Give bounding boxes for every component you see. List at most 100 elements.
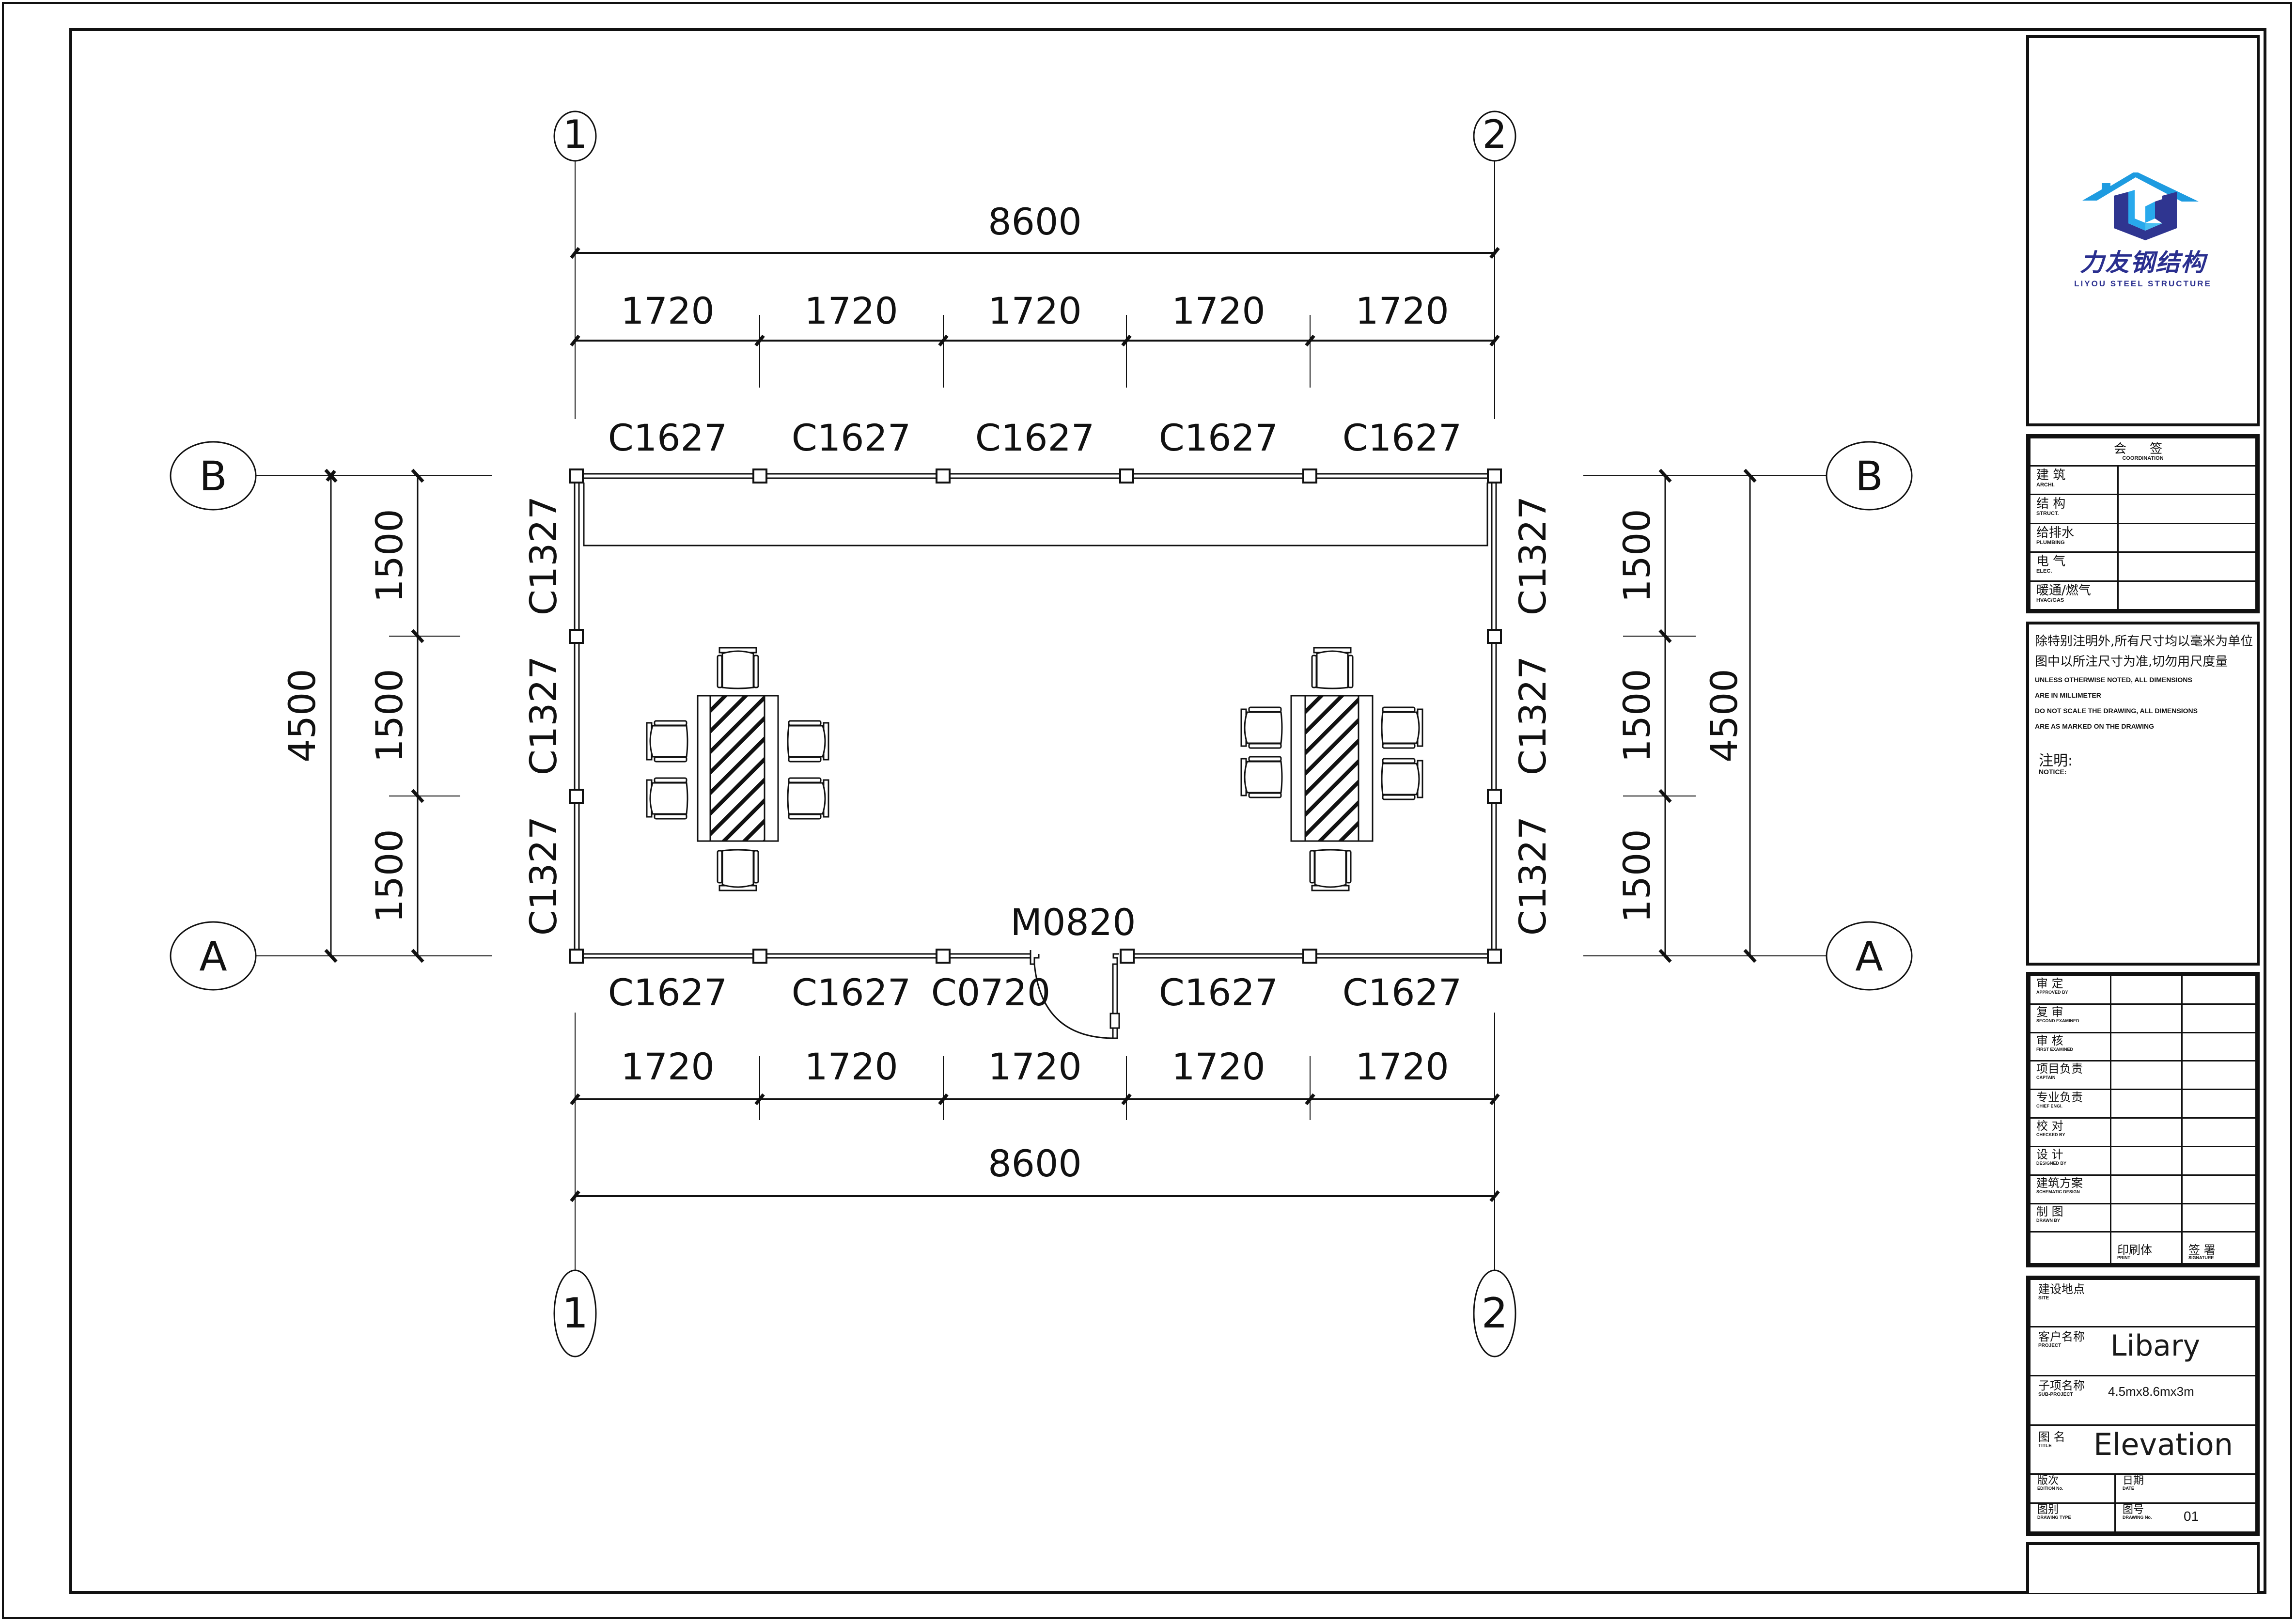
- svg-text:2: 2: [1483, 112, 1507, 157]
- svg-text:1: 1: [563, 112, 588, 157]
- chair-right-west-2: [1240, 756, 1283, 798]
- exterior-walls: [574, 473, 1497, 959]
- svg-text:C1627: C1627: [792, 416, 911, 459]
- door-m0820: M0820: [1011, 901, 1136, 1039]
- approval-print-cell[interactable]: [2110, 1145, 2183, 1176]
- print-label-en: PRINT: [2117, 1255, 2130, 1260]
- svg-text:1720: 1720: [621, 1045, 714, 1088]
- company-logo-icon: [2082, 172, 2199, 240]
- svg-text:C1627: C1627: [792, 971, 911, 1014]
- svg-text:8600: 8600: [988, 1142, 1081, 1185]
- edition-date-row: 版次 EDITION No. 日期 DATE: [2029, 1473, 2257, 1504]
- title-block-logo: 力友钢结构 LIYOU STEEL STRUCTURE: [2026, 35, 2260, 426]
- title-row: 图 名 TITLE Elevation: [2029, 1424, 2257, 1475]
- approval-signature-cell[interactable]: [2181, 1060, 2257, 1091]
- svg-text:1500: 1500: [368, 829, 411, 922]
- dimension-top-overall: 8600: [571, 200, 1499, 258]
- chair-left-east-1: [787, 720, 829, 763]
- dimension-bottom-overall: 8600: [571, 1142, 1499, 1201]
- signature-label-cn: 签 署: [2188, 1243, 2216, 1257]
- svg-text:C0720: C0720: [931, 971, 1050, 1014]
- approval-signature-cell[interactable]: [2181, 1031, 2257, 1062]
- dining-table-right-body: [1290, 695, 1374, 842]
- svg-text:C1327: C1327: [522, 496, 565, 615]
- svg-text:1720: 1720: [1355, 289, 1449, 332]
- approval-signature-cell[interactable]: [2181, 1202, 2257, 1233]
- approval-signature-cell[interactable]: [2181, 1174, 2257, 1204]
- coordination-value[interactable]: [2117, 551, 2257, 582]
- approval-signature-cell[interactable]: [2181, 975, 2257, 1005]
- approval-print-cell[interactable]: [2110, 1174, 2183, 1204]
- window-tags-right: C1327 C1327 C1327: [1511, 496, 1554, 936]
- project-name-value: Libary: [2110, 1329, 2201, 1363]
- approval-print-cell[interactable]: [2110, 1060, 2183, 1091]
- window-tags-bottom: C1627 C1627 C0720 C1627 C1627: [608, 971, 1462, 1014]
- print-label-cn: 印刷体: [2117, 1243, 2152, 1257]
- svg-text:1500: 1500: [1615, 829, 1658, 922]
- approval-print-cell[interactable]: [2110, 1117, 2183, 1147]
- svg-text:C1627: C1627: [608, 971, 727, 1014]
- coordination-value[interactable]: [2117, 465, 2257, 496]
- approval-signature-cell[interactable]: [2181, 1089, 2257, 1119]
- chair-left-east-2: [787, 777, 829, 820]
- approval-print-cell[interactable]: [2110, 975, 2183, 1005]
- svg-text:1: 1: [562, 1289, 589, 1338]
- approval-signature-cell[interactable]: [2181, 1145, 2257, 1176]
- dining-set-right-group: [1240, 647, 1423, 891]
- dimension-left: 4500 1500 1500 1500: [281, 468, 460, 963]
- svg-text:1720: 1720: [804, 289, 898, 332]
- svg-text:4500: 4500: [1702, 669, 1746, 762]
- grid-axis-2-bottom: 2: [1473, 1013, 1516, 1358]
- window-tags-top: C1627 C1627 C1627 C1627 C1627: [608, 416, 1462, 459]
- chair-right-west-1: [1240, 706, 1283, 749]
- company-name-cn: 力友钢结构: [2080, 249, 2206, 277]
- grid-axis-b-right: B: [1583, 441, 1913, 511]
- approval-signature-cell[interactable]: [2181, 1117, 2257, 1147]
- sheet-inner-border: [69, 28, 2266, 1594]
- title-block-blank-area: [2026, 1542, 2260, 1593]
- svg-text:C1627: C1627: [1343, 971, 1462, 1014]
- chair-right-bottom: [1309, 849, 1352, 891]
- note-en-line-4: ARE AS MARKED ON THE DRAWING: [2035, 722, 2155, 730]
- svg-text:C1327: C1327: [1511, 496, 1554, 615]
- coordination-value[interactable]: [2117, 580, 2257, 611]
- svg-text:C1327: C1327: [1511, 816, 1554, 936]
- coordination-header: 会 签 COORDINATION: [2029, 437, 2257, 467]
- svg-text:M0820: M0820: [1011, 901, 1136, 944]
- project-row: 客户名称 PROJECT Libary: [2029, 1326, 2257, 1377]
- coordination-value[interactable]: [2117, 522, 2257, 553]
- columns: [569, 468, 1502, 964]
- chair-right-east-1: [1381, 706, 1423, 749]
- company-name-en: LIYOU STEEL STRUCTURE: [2074, 279, 2212, 288]
- svg-text:C1327: C1327: [1511, 656, 1554, 775]
- type-number-row: 图别 DRAWING TYPE 图号 DRAWING No. 01: [2029, 1502, 2257, 1533]
- dining-table-left-body-final: [697, 695, 779, 842]
- coordination-value[interactable]: [2117, 494, 2257, 524]
- svg-text:1500: 1500: [1615, 509, 1658, 602]
- approval-print-cell[interactable]: [2110, 1089, 2183, 1119]
- note-cn-line-1: 除特别注明外,所有尺寸均以毫米为单位: [2035, 634, 2253, 649]
- notice-label-en: NOTICE:: [2039, 768, 2067, 776]
- svg-text:B: B: [199, 453, 227, 500]
- dining-set-left: [631, 584, 674, 659]
- note-en-line-1: UNLESS OTHERWISE NOTED, ALL DIMENSIONS: [2035, 676, 2192, 684]
- dimension-right: 1500 1500 1500 4500: [1615, 468, 1757, 963]
- subproject-row: 子项名称 SUB-PROJECT 4.5mx8.6mx3m: [2029, 1375, 2257, 1426]
- chair-right-top: [1311, 647, 1354, 689]
- approval-print-cell[interactable]: [2110, 1003, 2183, 1033]
- chair-left-bottom: [717, 849, 759, 891]
- approval-signature-cell[interactable]: [2181, 1003, 2257, 1033]
- approval-print-cell[interactable]: [2110, 1202, 2183, 1233]
- svg-text:B: B: [1855, 453, 1883, 500]
- approval-print-cell[interactable]: [2110, 1031, 2183, 1062]
